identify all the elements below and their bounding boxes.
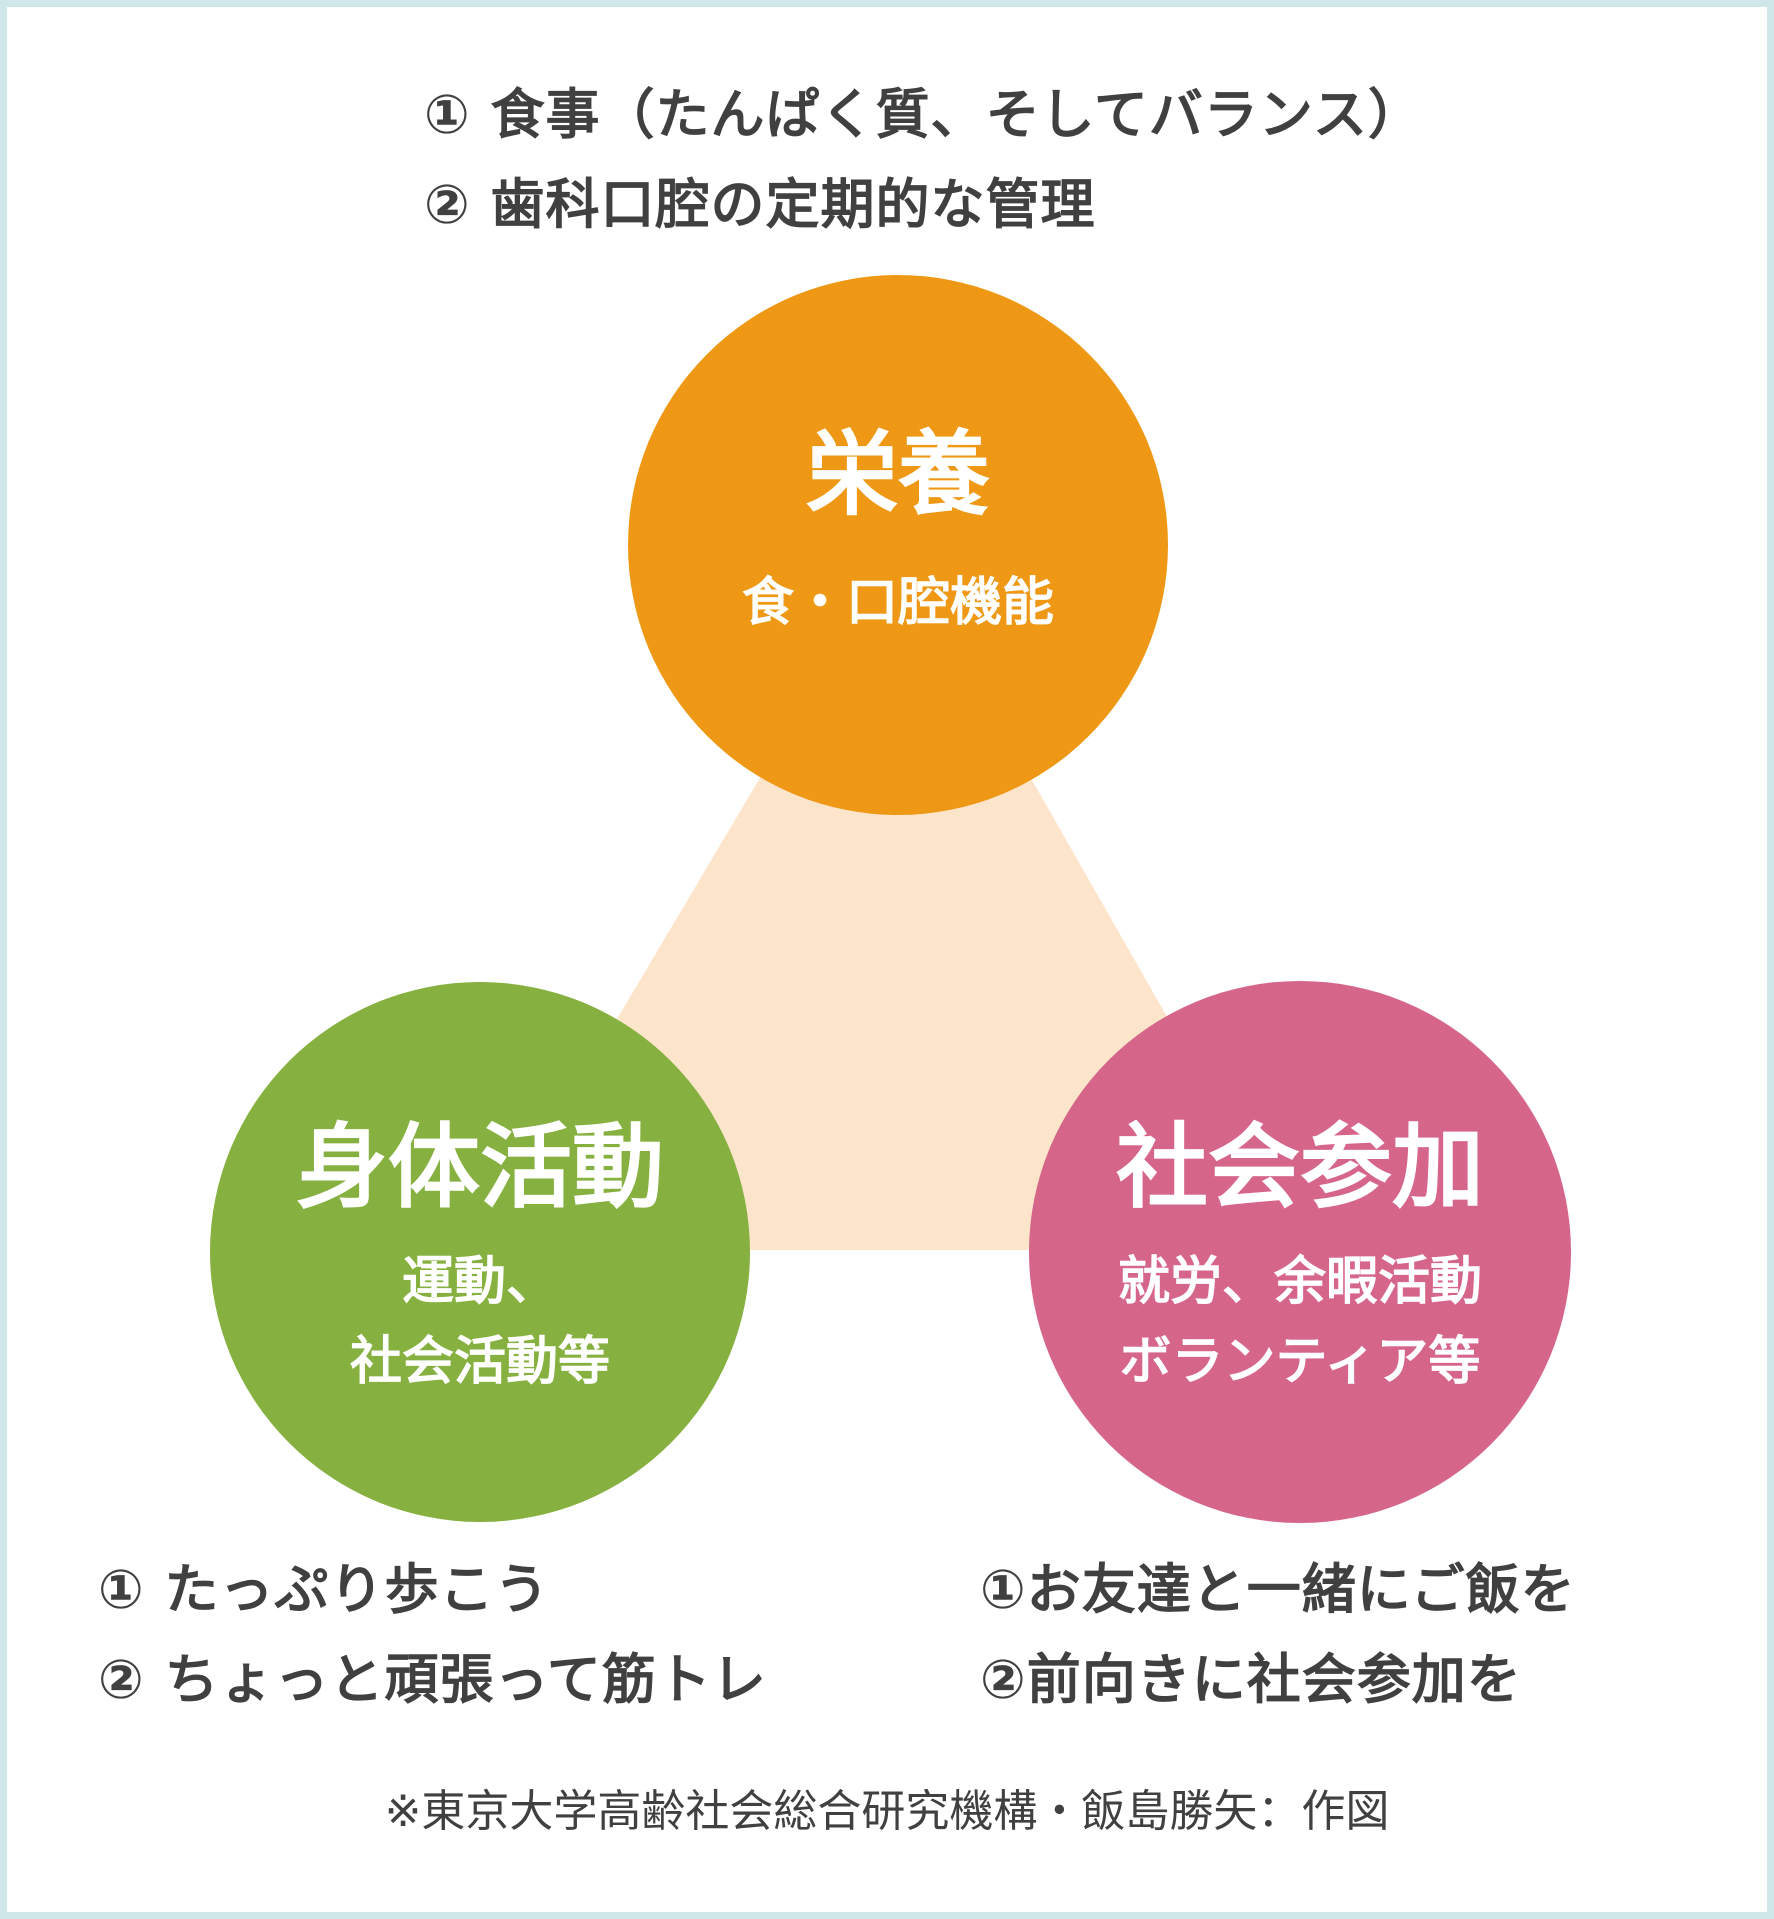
nutrition-title: 栄養 xyxy=(805,421,990,528)
list-item: ②前向きに社会参加を xyxy=(980,1648,1522,1711)
list-item: ② 歯科口腔の定期的な管理 xyxy=(424,173,1096,236)
social-participation-subtitle-line: 就労、余暇活動 xyxy=(1117,1252,1482,1312)
social-participation-label: 社会参加 就労、余暇活動 ボランティア等 xyxy=(1030,1118,1570,1402)
social-participation-circle xyxy=(1029,981,1571,1523)
physical-activity-label: 身体活動 運動、 社会活動等 xyxy=(210,1118,750,1402)
list-item: ② ちょっと頑張って筋トレ xyxy=(98,1648,767,1711)
physical-activity-title: 身体活動 xyxy=(295,1114,664,1221)
credit-footer: ※東京大学高齢社会総合研究機構・飯島勝矢：作図 xyxy=(384,1786,1390,1837)
nutrition-subtitle: 食・口腔機能 xyxy=(741,573,1054,633)
social-participation-tips: ①お友達と一緒にご飯を ②前向きに社会参加を xyxy=(980,1545,1576,1725)
social-participation-title: 社会参加 xyxy=(1115,1114,1484,1221)
list-item: ①お友達と一緒にご飯を xyxy=(980,1558,1576,1621)
connecting-triangle xyxy=(480,545,1300,1250)
social-participation-subtitle-line: ボランティア等 xyxy=(1119,1332,1481,1392)
physical-activity-subtitle-line: 社会活動等 xyxy=(349,1332,610,1392)
nutrition-tips: ① 食事（たんぱく質、そしてバランス） ② 歯科口腔の定期的な管理 xyxy=(424,70,1423,250)
nutrition-label: 栄養 食・口腔機能 xyxy=(628,425,1168,643)
physical-activity-circle xyxy=(210,982,750,1522)
nutrition-circle xyxy=(628,275,1168,815)
physical-activity-tips: ① たっぷり歩こう ② ちょっと頑張って筋トレ xyxy=(98,1545,767,1725)
physical-activity-subtitle-line: 運動、 xyxy=(401,1252,558,1312)
list-item: ① たっぷり歩こう xyxy=(98,1558,550,1621)
list-item: ① 食事（たんぱく質、そしてバランス） xyxy=(424,83,1423,146)
